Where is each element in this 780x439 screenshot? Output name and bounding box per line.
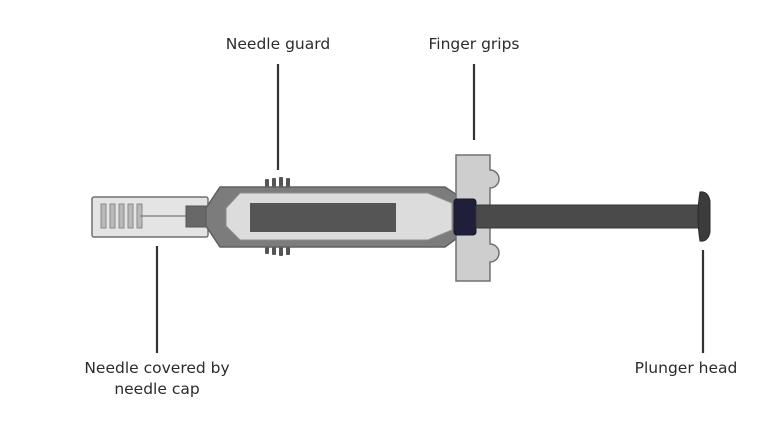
finger-grips-label: Finger grips (428, 35, 520, 53)
plunger-rod (475, 204, 705, 229)
plunger-head (697, 191, 711, 242)
medicine (250, 203, 396, 232)
needle-cap-ridges (100, 203, 143, 229)
needle-guard-ridges (265, 177, 290, 256)
needle-cap-label: Needle covered by needle cap (84, 358, 229, 400)
plunger-head-label: Plunger head (634, 359, 738, 377)
stopper (453, 198, 477, 236)
needle-cap-label-line1: Needle covered by (84, 359, 230, 377)
needle-cap (91, 196, 209, 238)
needle-hub (185, 205, 207, 228)
needle-cap-label-line2: needle cap (114, 380, 200, 398)
needle-guard-label: Needle guard (225, 35, 331, 53)
